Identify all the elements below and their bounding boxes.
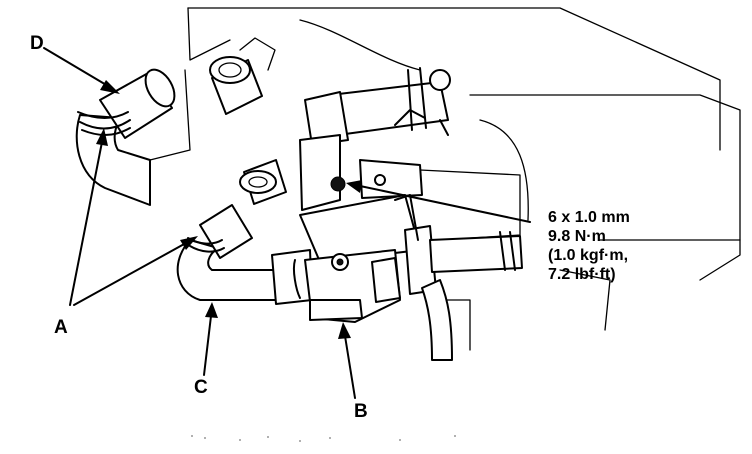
hose-d — [75, 68, 191, 206]
arrow-c — [205, 302, 218, 318]
arrow-a-upper — [96, 128, 108, 146]
arrow-torque — [346, 180, 362, 193]
hose-c — [176, 204, 281, 301]
label-d: D — [30, 33, 44, 54]
arrow-b — [338, 322, 351, 339]
torque-kgfm: (1.0 kgf·m, — [548, 247, 629, 264]
upper-hose — [304, 67, 451, 146]
arrow-a-lower — [180, 236, 198, 250]
leader-lines — [43, 47, 531, 399]
label-c: C — [194, 377, 208, 398]
scan-marks — [191, 435, 456, 442]
engine-background — [187, 7, 741, 351]
lower-pipe — [239, 159, 287, 205]
right-hose — [421, 231, 523, 361]
label-b: B — [354, 401, 368, 422]
torque-spec: 6 x 1.0 mm 9.8 N·m (1.0 kgf·m, 7.2 lbf·f… — [548, 208, 630, 284]
heater-valve — [271, 194, 437, 323]
bolt-size: 6 x 1.0 mm — [548, 209, 630, 226]
label-a: A — [54, 317, 68, 338]
arrow-d — [100, 80, 120, 94]
upper-pipe — [209, 37, 276, 115]
torque-nm: 9.8 N·m — [548, 228, 606, 245]
torque-lbfft: 7.2 lbf·ft) — [548, 266, 616, 283]
